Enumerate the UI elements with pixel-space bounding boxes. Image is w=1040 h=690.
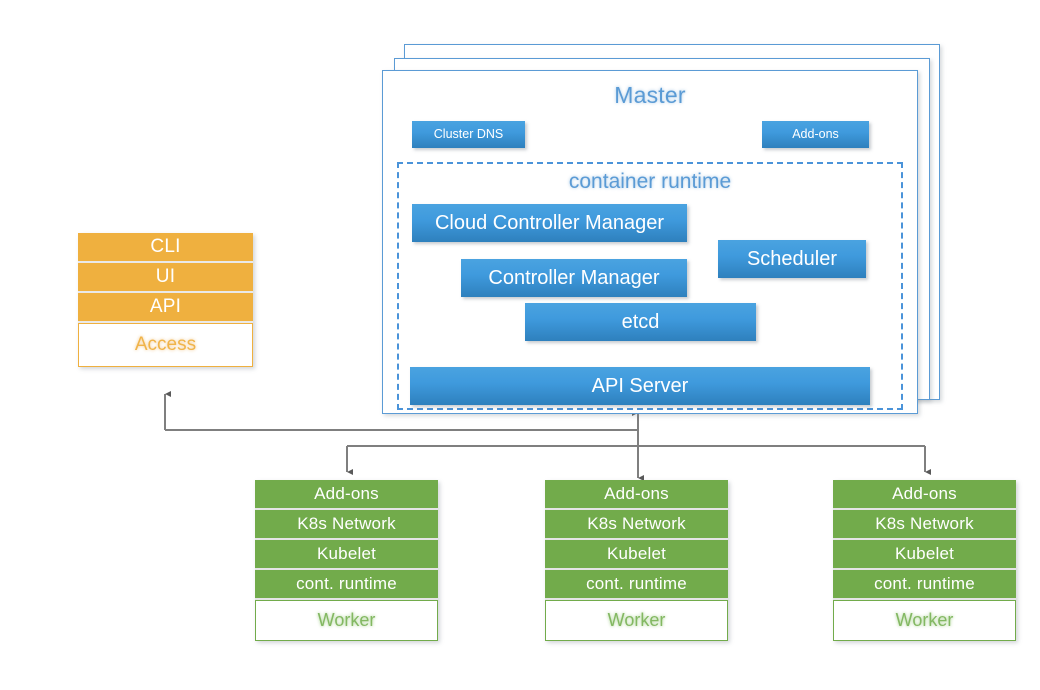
worker-1-row-runtime[interactable]: cont. runtime xyxy=(255,570,438,600)
worker-3-row-network[interactable]: K8s Network xyxy=(833,510,1016,540)
worker-2-row-kubelet[interactable]: Kubelet xyxy=(545,540,728,570)
worker-node-2: Add-ons K8s Network Kubelet cont. runtim… xyxy=(545,480,728,641)
etcd-box[interactable]: etcd xyxy=(525,303,756,341)
container-runtime-region xyxy=(397,162,903,410)
worker-1-row-kubelet[interactable]: Kubelet xyxy=(255,540,438,570)
worker-1-row-network[interactable]: K8s Network xyxy=(255,510,438,540)
cloud-controller-manager-box[interactable]: Cloud Controller Manager xyxy=(412,204,687,242)
master-title: Master xyxy=(614,82,686,108)
worker-2-label: Worker xyxy=(545,600,728,641)
worker-1-row-addons[interactable]: Add-ons xyxy=(255,480,438,510)
worker-3-row-kubelet[interactable]: Kubelet xyxy=(833,540,1016,570)
worker-3-row-addons[interactable]: Add-ons xyxy=(833,480,1016,510)
api-server-box[interactable]: API Server xyxy=(410,367,870,405)
scheduler-box[interactable]: Scheduler xyxy=(718,240,866,278)
worker-1-label: Worker xyxy=(255,600,438,641)
worker-node-1: Add-ons K8s Network Kubelet cont. runtim… xyxy=(255,480,438,641)
controller-manager-box[interactable]: Controller Manager xyxy=(461,259,687,297)
worker-2-row-network[interactable]: K8s Network xyxy=(545,510,728,540)
worker-2-row-runtime[interactable]: cont. runtime xyxy=(545,570,728,600)
container-runtime-title: container runtime xyxy=(568,170,732,193)
access-row-ui[interactable]: UI xyxy=(78,263,253,293)
access-row-api[interactable]: API xyxy=(78,293,253,323)
access-label: Access xyxy=(78,323,253,367)
worker-node-3: Add-ons K8s Network Kubelet cont. runtim… xyxy=(833,480,1016,641)
access-stack: CLI UI API Access xyxy=(78,233,253,367)
worker-3-row-runtime[interactable]: cont. runtime xyxy=(833,570,1016,600)
access-row-cli[interactable]: CLI xyxy=(78,233,253,263)
worker-3-label: Worker xyxy=(833,600,1016,641)
cluster-dns-box[interactable]: Cluster DNS xyxy=(412,121,525,148)
worker-2-row-addons[interactable]: Add-ons xyxy=(545,480,728,510)
master-addons-box[interactable]: Add-ons xyxy=(762,121,869,148)
